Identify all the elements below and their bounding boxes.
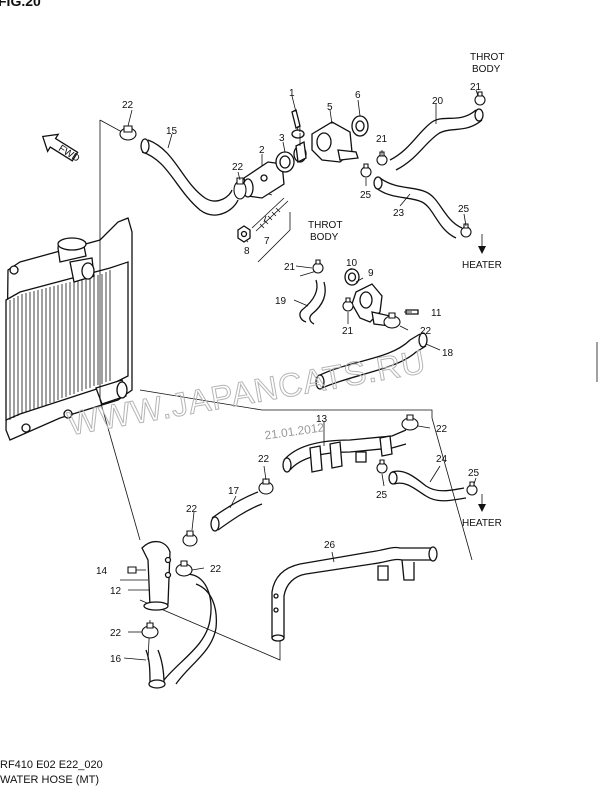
small-clamps	[127, 91, 486, 574]
callout-22-b: 22	[232, 162, 244, 173]
hose-16	[145, 573, 218, 689]
bypass-fitting	[344, 268, 419, 327]
callout-1: 1	[289, 88, 295, 99]
throt-body-mid-label-2: BODY	[310, 232, 339, 243]
callout-20: 20	[432, 96, 444, 107]
callout-4: 4	[296, 124, 302, 135]
clamps	[119, 125, 419, 639]
throt-body-top-label-2: BODY	[472, 64, 501, 75]
callout-21-c: 21	[284, 262, 296, 273]
thermostat-housing	[237, 109, 369, 243]
direction-arrows	[478, 234, 486, 512]
callout-22-h: 22	[110, 628, 122, 639]
annotations: THROT BODY THROT BODY HEATER HEATER	[308, 52, 504, 529]
callout-8: 8	[244, 246, 250, 257]
throttle-body-hose-19	[299, 279, 326, 325]
hose-23	[373, 176, 463, 239]
callout-22-e: 22	[258, 454, 270, 465]
callout-21-d: 21	[342, 326, 354, 337]
callout-2: 2	[259, 145, 265, 156]
callout-6: 6	[355, 90, 361, 101]
callout-25-a: 25	[360, 190, 372, 201]
callout-22-g: 22	[210, 564, 222, 575]
heater-label-lower: HEATER	[462, 518, 502, 529]
callout-3: 3	[279, 133, 285, 144]
water-pipe-26	[271, 546, 438, 642]
fwd-label: FWD	[56, 143, 81, 164]
leader-lines	[123, 89, 479, 661]
callout-13: 13	[316, 414, 328, 425]
callout-22-d: 22	[436, 424, 448, 435]
hose-17	[210, 491, 263, 532]
callout-14: 14	[96, 566, 108, 577]
callout-7: 7	[264, 236, 270, 247]
water-pipe-13	[282, 429, 407, 473]
hose-12	[141, 541, 172, 611]
footer: RF410 E02 E22_020 WATER HOSE (MT)	[0, 759, 103, 786]
assembly-lines	[99, 119, 473, 661]
callout-15: 15	[166, 126, 178, 137]
callout-23: 23	[393, 208, 405, 219]
radiator	[5, 217, 133, 441]
callout-17: 17	[228, 486, 240, 497]
callout-19: 19	[275, 296, 287, 307]
figure-caption: WATER HOSE (MT)	[0, 774, 99, 786]
callout-12: 12	[110, 586, 122, 597]
callout-25-b: 25	[458, 204, 470, 215]
callout-9: 9	[368, 268, 374, 279]
callout-11: 11	[431, 308, 442, 319]
hose-24	[388, 470, 467, 502]
hose-15	[140, 138, 239, 216]
callout-25-c: 25	[468, 468, 480, 479]
callout-22-f: 22	[186, 504, 198, 515]
throt-body-mid-label-1: THROT	[308, 220, 342, 231]
callout-24: 24	[436, 454, 448, 465]
callout-21-a: 21	[470, 82, 482, 93]
callout-numbers: 1 2 3 4 5 6 7 8 9 10 11 12 13 14 15 16 1…	[96, 82, 482, 665]
callout-18: 18	[442, 348, 454, 359]
throt-body-top-label-1: THROT	[470, 52, 504, 63]
hose-20	[389, 108, 484, 171]
callout-10: 10	[346, 258, 358, 269]
callout-16: 16	[110, 654, 122, 665]
callout-25-d: 25	[376, 490, 388, 501]
watermark-date: 21.01.2012	[264, 420, 326, 442]
callout-22-a: 22	[122, 100, 134, 111]
callout-5: 5	[327, 102, 333, 113]
hose-18	[315, 332, 428, 390]
callout-26: 26	[324, 540, 336, 551]
fwd-arrow: FWD	[41, 133, 81, 165]
heater-label-upper: HEATER	[462, 260, 502, 271]
doc-code: RF410 E02 E22_020	[0, 759, 103, 771]
callout-22-c: 22	[420, 326, 432, 337]
callout-21-b: 21	[376, 134, 388, 145]
figure-label: FIG.20	[0, 0, 41, 9]
